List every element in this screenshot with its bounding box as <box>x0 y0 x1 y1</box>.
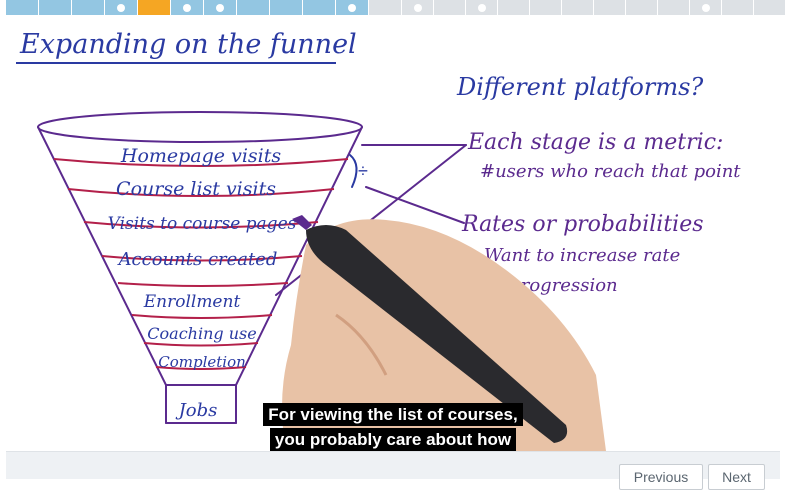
previous-button[interactable]: Previous <box>619 464 703 490</box>
quiz-marker-dot <box>348 3 356 12</box>
note-metric-heading: Each stage is a metric: <box>467 130 723 155</box>
progress-segment[interactable] <box>722 0 754 15</box>
progress-segment[interactable] <box>270 0 303 15</box>
lesson-nav-bar: Previous Next <box>6 451 780 490</box>
progress-segment[interactable] <box>690 0 722 15</box>
quiz-marker-dot <box>216 3 224 12</box>
funnel-stage-label: Accounts created <box>117 249 278 270</box>
funnel-stage-label: Jobs <box>175 400 218 421</box>
quiz-marker-dot <box>477 3 486 12</box>
progress-segment[interactable] <box>466 0 498 15</box>
funnel-stage-label: Enrollment <box>143 292 241 312</box>
progress-segment[interactable] <box>402 0 434 15</box>
funnel-stage-label: Completion <box>158 353 246 371</box>
pointer-line-rates <box>365 186 465 224</box>
progress-segment[interactable] <box>434 0 466 15</box>
lesson-progress-bar <box>6 0 786 15</box>
progress-segment[interactable] <box>336 0 369 15</box>
progress-segment[interactable] <box>39 0 72 15</box>
subtitle-line-2: you probably care about how <box>269 428 517 451</box>
progress-segment[interactable] <box>138 0 171 15</box>
funnel-stage-label: Coaching use <box>147 324 256 343</box>
progress-segment[interactable] <box>204 0 237 15</box>
subtitle-line-1: For viewing the list of courses, <box>263 403 523 426</box>
note-metric-detail: #users who reach that point <box>480 161 741 182</box>
presenter-hand <box>282 215 606 451</box>
progress-segment[interactable] <box>626 0 658 15</box>
progress-segment[interactable] <box>498 0 530 15</box>
whiteboard-drawing: Expanding on the funnel Different platfo… <box>16 29 741 451</box>
progress-segment[interactable] <box>171 0 204 15</box>
progress-segment[interactable] <box>594 0 626 15</box>
funnel-stage-label: Course list visits <box>116 178 276 200</box>
quiz-marker-dot <box>183 3 191 12</box>
funnel-stage-label: Visits to course pages <box>108 214 297 234</box>
progress-segment[interactable] <box>237 0 270 15</box>
ratio-bracket <box>349 154 358 188</box>
progress-segment[interactable] <box>658 0 690 15</box>
note-rates-heading: Rates or probabilities <box>461 212 704 237</box>
whiteboard-question: Different platforms? <box>456 73 703 101</box>
quiz-marker-dot <box>413 3 422 12</box>
progress-segment[interactable] <box>369 0 402 15</box>
funnel-stage-label: Homepage visits <box>120 145 281 167</box>
quiz-marker-dot <box>701 3 710 12</box>
progress-segment[interactable] <box>105 0 138 15</box>
note-rates-detail: Want to increase rate <box>484 245 680 266</box>
subtitle-overlay: For viewing the list of courses, you pro… <box>6 403 780 451</box>
whiteboard-title: Expanding on the funnel <box>19 29 357 60</box>
progress-segment[interactable] <box>303 0 336 15</box>
next-button[interactable]: Next <box>708 464 765 490</box>
funnel-shape <box>37 111 363 424</box>
progress-segment[interactable] <box>72 0 105 15</box>
progress-segment[interactable] <box>6 0 39 15</box>
quiz-marker-dot <box>117 3 125 12</box>
video-player[interactable]: Expanding on the funnel Different platfo… <box>6 15 780 451</box>
divide-symbol: ÷ <box>358 161 368 181</box>
progress-segment[interactable] <box>562 0 594 15</box>
progress-segment[interactable] <box>530 0 562 15</box>
progress-segment[interactable] <box>754 0 786 15</box>
